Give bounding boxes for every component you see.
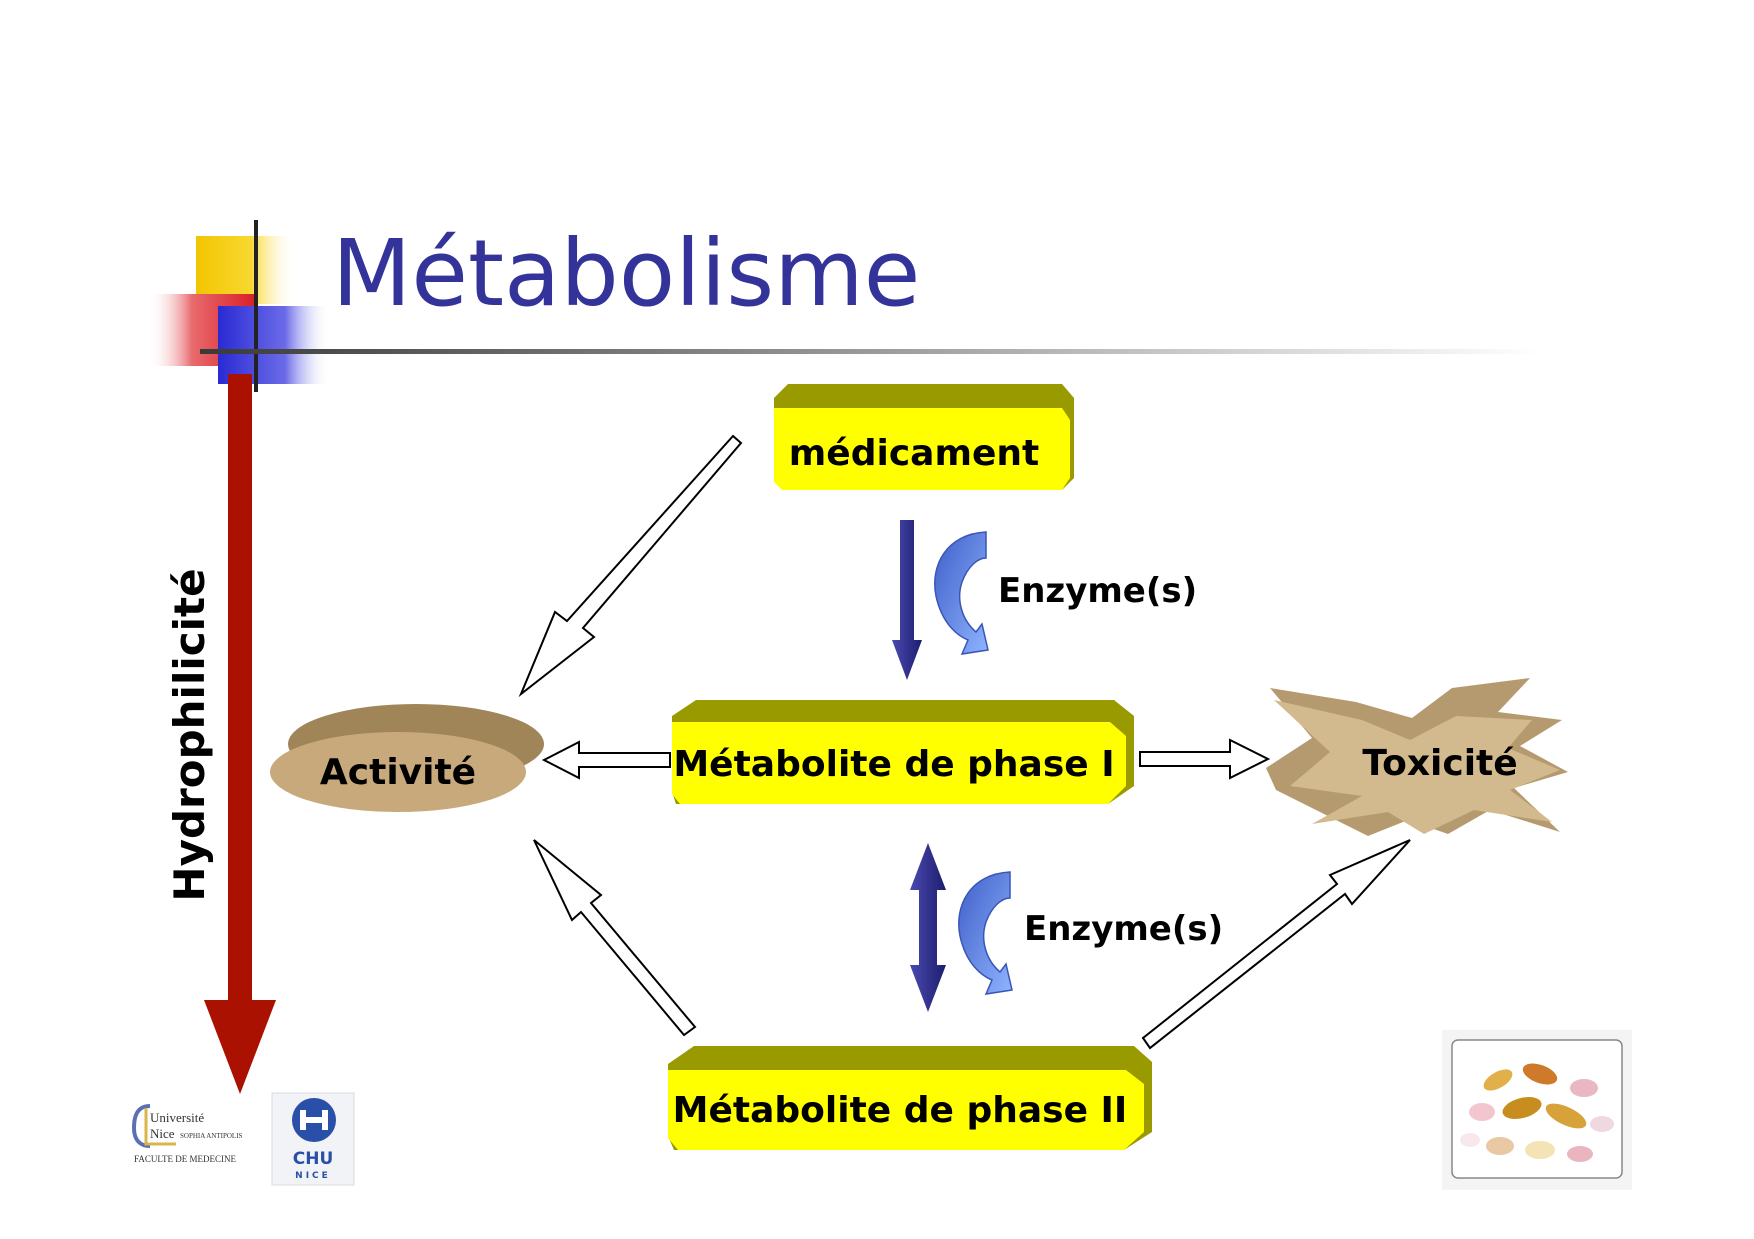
- universite-logo-mark-2: [144, 1108, 176, 1146]
- pill-tablet: [1567, 1146, 1593, 1162]
- universite-line2: Nice: [150, 1126, 175, 1141]
- drug-box-face: [774, 408, 1070, 490]
- arrow-phase2-to-activity: [533, 839, 697, 1037]
- hydrophilicity-axis: Hydrophilicité: [165, 374, 276, 1094]
- arrow-phase1-to-activity: [541, 740, 671, 780]
- axis-label: Hydrophilicité: [165, 568, 214, 901]
- phase1-box-face: [672, 722, 1126, 804]
- pills-photo: [1442, 1030, 1632, 1190]
- pill-capsule: [1483, 1069, 1513, 1091]
- pill-tablet: [1590, 1116, 1614, 1132]
- phase1-label: Métabolite de phase I: [673, 744, 1114, 785]
- enzyme-label-bottom: Enzyme(s): [1024, 909, 1223, 949]
- logo-chu: CHU NICE: [271, 1092, 355, 1186]
- toxicity-label: Toxicité: [1362, 743, 1517, 784]
- arrow-phase2-to-toxicity: [1141, 839, 1411, 1050]
- phase2-box-face: [668, 1070, 1144, 1150]
- node-toxicity: Toxicité: [1266, 678, 1568, 836]
- universite-sub: SOPHIA ANTIPOLIS: [180, 1132, 243, 1140]
- arrow-drug-to-phase1: [892, 520, 922, 680]
- connector-arrows: [518, 434, 1411, 1050]
- enzyme-label-top: Enzyme(s): [998, 571, 1197, 611]
- pill-tablet: [1469, 1103, 1495, 1121]
- phase2-label: Métabolite de phase II: [673, 1090, 1128, 1131]
- activity-label: Activité: [320, 752, 476, 793]
- navy-arrows: [892, 520, 946, 1012]
- node-activity: Activité: [270, 704, 544, 812]
- deco-yellow-square: [196, 236, 296, 304]
- pill-tablet: [1486, 1137, 1514, 1155]
- arrow-phase1-to-toxicity: [1139, 738, 1271, 780]
- axis-shaft: [228, 374, 252, 1004]
- pill-tablet: [1460, 1133, 1480, 1147]
- slide-title: Métabolisme: [332, 220, 920, 327]
- curl-arrow-bottom: [958, 871, 1013, 995]
- logo-universite: Université Nice SOPHIA ANTIPOLIS FACULTE…: [131, 1104, 243, 1164]
- enzyme-curl-top: Enzyme(s): [934, 531, 1197, 655]
- universite-logo-mark: [131, 1104, 151, 1148]
- chu-city: NICE: [295, 1171, 331, 1181]
- drug-label: médicament: [789, 433, 1039, 474]
- faculte-label: FACULTE DE MEDECINE: [134, 1154, 236, 1164]
- universite-line1: Université: [150, 1110, 204, 1125]
- arrow-drug-to-activity: [518, 434, 743, 698]
- title-rule: [200, 349, 1540, 354]
- chu-logo-h-bar: [300, 1117, 328, 1123]
- header-decoration: [148, 220, 1540, 392]
- curl-arrow-top: [934, 531, 989, 655]
- pill-tablet: [1570, 1079, 1598, 1097]
- enzyme-curl-bottom: Enzyme(s): [958, 871, 1223, 995]
- deco-blue-square: [218, 306, 330, 384]
- node-phase1: Métabolite de phase I: [672, 700, 1134, 804]
- chu-label: CHU: [293, 1149, 334, 1169]
- pill-gelcap: [1502, 1097, 1542, 1119]
- pill-gelcap: [1545, 1103, 1587, 1129]
- axis-arrowhead: [204, 1000, 276, 1094]
- node-phase2: Métabolite de phase II: [668, 1046, 1152, 1150]
- toxicity-starburst: [1274, 700, 1560, 834]
- pill-tablet: [1525, 1141, 1555, 1159]
- arrow-phase1-phase2-reversible: [910, 843, 946, 1012]
- node-drug: médicament: [774, 384, 1074, 490]
- pill-capsule: [1522, 1063, 1558, 1085]
- activity-disc-face: [270, 732, 526, 812]
